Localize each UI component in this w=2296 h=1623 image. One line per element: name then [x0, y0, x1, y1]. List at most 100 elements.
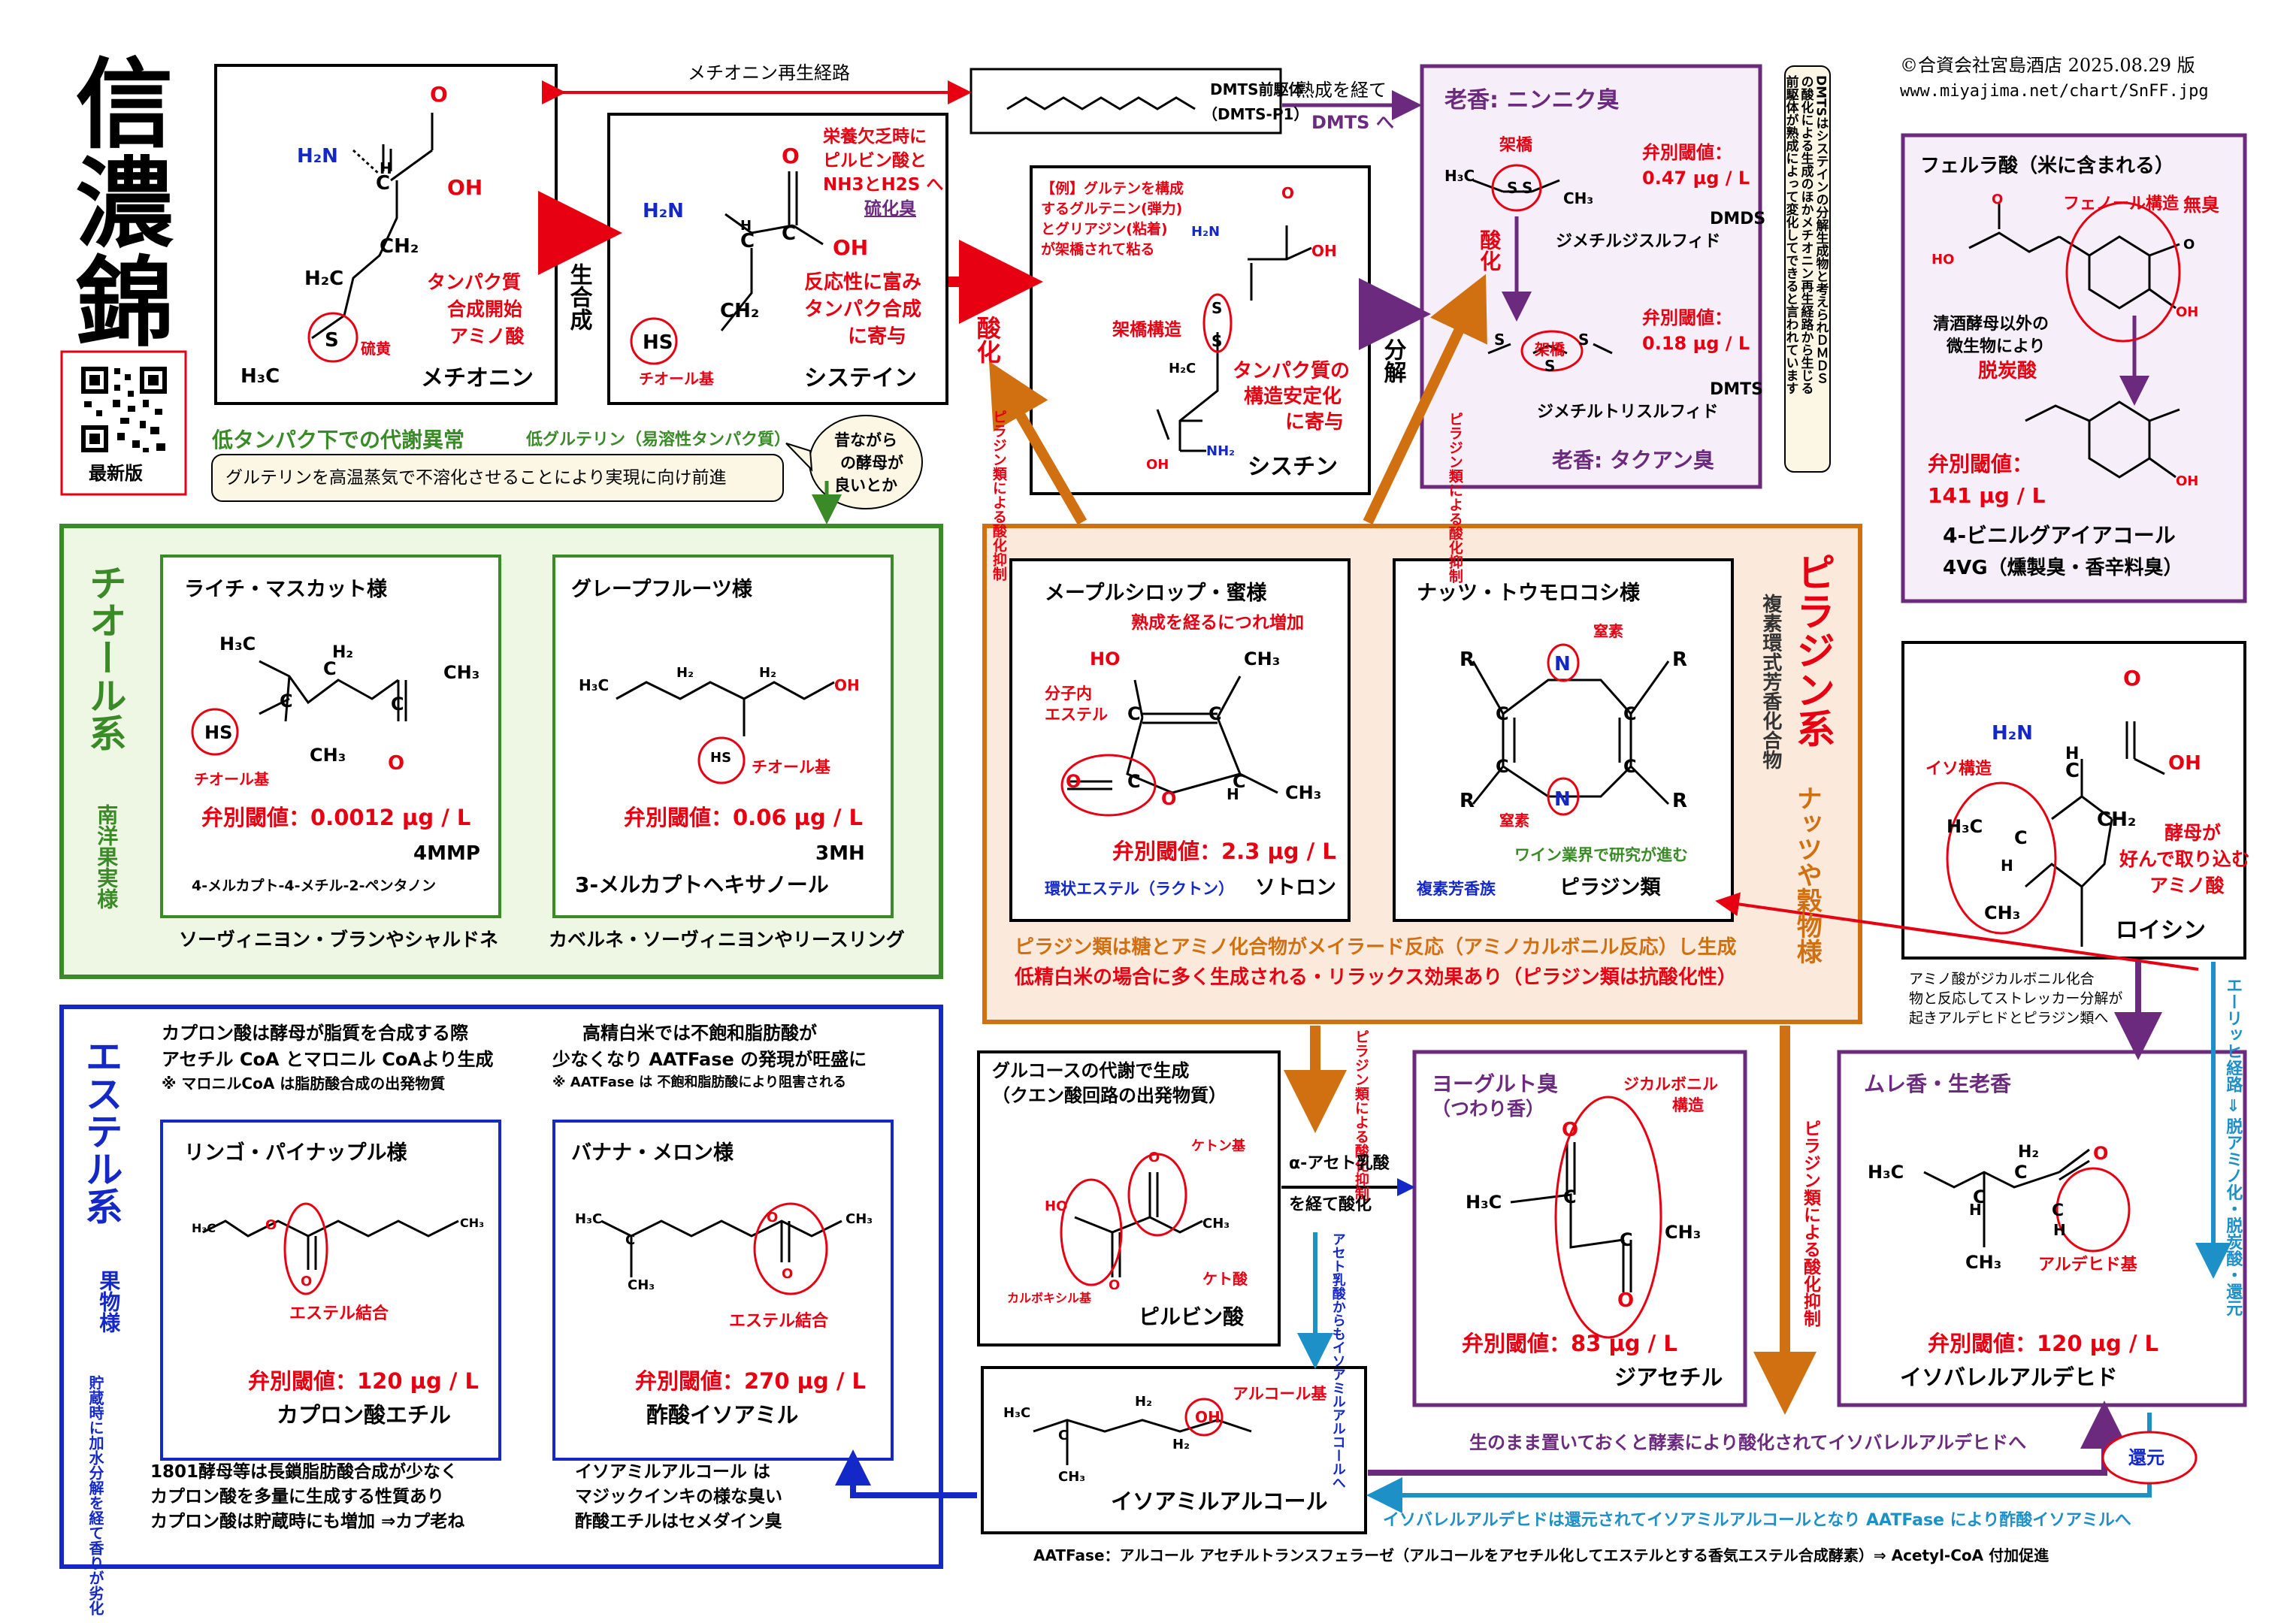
threshold-value: 弁別閾値：0.0012 µg / L — [201, 805, 471, 830]
ester-bond-label: エステル結合 — [289, 1304, 389, 1323]
cysteine-note: NH3とH2S へ — [823, 175, 944, 195]
cysteine-note: 栄養欠乏時に — [823, 127, 927, 147]
lychee-box — [160, 555, 501, 918]
threshold-value: 弁別閾値：83 µg / L — [1462, 1331, 1677, 1356]
ester-bottom: イソアミルアルコール は — [575, 1462, 770, 1482]
bridge-label: 架橋構造 — [1112, 320, 1181, 340]
threshold-label: 弁別閾値： — [1928, 452, 2034, 476]
hetero-label: 複素芳香族 — [1417, 880, 1496, 898]
cystine-example: 【例】グルテンを構成 — [1041, 180, 1184, 197]
leucine-note: 好んで取り込む — [2119, 848, 2250, 870]
nitrogen-label: 窒素 — [1499, 812, 1529, 830]
strecker-note: アミノ酸がジカルボニル化合 — [1909, 971, 2095, 987]
4mmp-name: 4MMP — [413, 842, 480, 865]
latest-label: 最新版 — [89, 463, 143, 484]
copyright: ©合資会社宮島酒店 2025.08.29 版 — [1900, 55, 2195, 76]
dmtsp1-label: DMTS前駆体 — [1210, 80, 1304, 98]
reduce-label: 還元 — [2128, 1447, 2164, 1468]
ester-intro: 少なくなり AATFase の発現が旺盛に — [552, 1049, 867, 1070]
dmts-label: DMTS — [1710, 380, 1764, 399]
phenol-label: フェノール構造 — [2063, 195, 2180, 213]
wine-note: カベルネ・ソーヴィニヨンやリースリング — [549, 929, 905, 951]
diacetyl-box — [1412, 1050, 1747, 1407]
enzyme-note: 生のまま置いておくと酵素により酸化されてイソバレルアルデヒドへ — [1469, 1432, 2027, 1453]
bridge-label: 架橋 — [1535, 340, 1565, 358]
methionine-note: タンパク質 — [427, 271, 522, 293]
4vg-name: 4-ビニルグアイアコール — [1943, 523, 2176, 548]
pyruvate-title: （クエン酸回路の出発物質） — [992, 1085, 1227, 1106]
aldehyde-label: アルデヒド基 — [2038, 1256, 2137, 1274]
methionine-cycle-label: メチオニン再生経路 — [688, 62, 850, 83]
threshold-value: 弁別閾値：120 µg / L — [248, 1368, 479, 1394]
cysteine-note: 硫化臭 — [864, 199, 916, 219]
cystine-note: タンパク質の — [1233, 360, 1351, 382]
alcohol-label: アルコール基 — [1233, 1385, 1327, 1403]
dmtsp1-label-2: （DMTS-P1） — [1202, 105, 1309, 123]
cysteine-note: ピルビン酸と — [823, 151, 927, 171]
yogurt-sub: （つわり香） — [1432, 1098, 1545, 1120]
ehrlich-label: エーリッヒ経路 ⇒ 脱アミノ化・脱炭酸・還元 — [2223, 977, 2243, 1316]
dmts-name: ジメチルトリスルフィド — [1537, 403, 1719, 422]
lowprotein-sub: 低グルテリン（易溶性タンパク質） — [526, 431, 791, 449]
yogurt-title: ヨーグルト臭 — [1432, 1071, 1559, 1096]
dmts-note-line: の酸化による生成のほかメチオニン再生経路から生じる — [1798, 75, 1814, 394]
strecker-note: 物と反応してストレッカー分解が — [1909, 990, 2123, 1007]
strecker-note: 起きアルデヒドとピラジン類へ — [1909, 1010, 2109, 1026]
3mh-full: 3-メルカプトヘキサノール — [575, 872, 829, 897]
cystine-note: に寄与 — [1285, 411, 1345, 434]
brand-title: 信濃錦 — [59, 53, 174, 350]
pyrazine-inhibit-arrow-2 — [1363, 274, 1487, 525]
cysteine-note: に寄与 — [848, 325, 907, 348]
pyrazine-side: ナッツや穀物様 — [1792, 785, 1823, 964]
aged-title: 老香: ニンニク臭 — [1444, 87, 1620, 113]
ketoacid-label: ケト酸 — [1202, 1270, 1248, 1288]
to-dmts-label: DMTS へ — [1311, 112, 1394, 133]
sotolon-box — [1009, 558, 1351, 922]
threshold-label: 弁別閾値： — [1642, 307, 1732, 328]
threshold-label: 弁別閾値： — [1642, 142, 1732, 163]
thiol-group-label: チオール基 — [194, 770, 269, 788]
ester-intro: ※ マロニルCoA は脂肪酸合成の出発物質 — [162, 1074, 446, 1093]
ester-bottom: 酢酸エチルはセメダイン臭 — [575, 1512, 782, 1531]
grapefruit-label: グレープフルーツ様 — [571, 578, 752, 601]
nuts-label: ナッツ・トウモロコシ様 — [1417, 582, 1640, 605]
qr-code — [79, 364, 169, 455]
ester-intro: 高精白米では不飽和脂肪酸が — [582, 1023, 817, 1044]
ester-label: 分子内 — [1045, 685, 1092, 703]
carboxyl-label: カルボキシル基 — [1007, 1291, 1092, 1305]
apple-label: リンゴ・パイナップル様 — [184, 1141, 407, 1165]
maple-label: メープルシロップ・蜜様 — [1045, 582, 1267, 605]
structures — [202, 96, 2180, 1465]
inhibit-label: ピラジン類による酸化抑制 — [1446, 412, 1463, 583]
cystine-name: シスチン — [1248, 454, 1338, 480]
pyrazine-sub: 複素環式芳香化合物 — [1759, 594, 1782, 769]
enzyme-oxidation-arrow — [1368, 1401, 2128, 1476]
reduce-circle — [2101, 1431, 2198, 1485]
threshold-value: 141 µg / L — [1928, 483, 2046, 508]
threshold-value: 弁別閾値：120 µg / L — [1928, 1331, 2158, 1356]
ester-bottom: カプロン酸を多量に生成する性質あり — [150, 1487, 444, 1507]
inhibit-label: ピラジン類による酸化抑制 — [990, 410, 1007, 581]
ester-bottom: マジックインキの様な臭い — [575, 1487, 782, 1507]
leucine-note: アミノ酸 — [2149, 875, 2225, 896]
ethyl-caproate-name: カプロン酸エチル — [277, 1402, 452, 1428]
leucine-name: ロイシン — [2116, 917, 2206, 944]
aged-box — [1420, 64, 1762, 489]
strecker-arrow — [1715, 892, 2199, 971]
diacetyl-name: ジアセチル — [1614, 1365, 1723, 1390]
cysteine-name: システイン — [804, 365, 917, 391]
ester-sub: 果物様 — [96, 1270, 122, 1333]
ester-intro: アセチル CoA とマロニル CoAより生成 — [162, 1049, 494, 1070]
isovaleraldehyde-box — [1837, 1050, 2247, 1407]
ester-label: エステル — [1045, 706, 1108, 724]
pyrazine-foot: ピラジン類は糖とアミノ化合物がメイラード反応（アミノカルボニル反応）し生成 — [1015, 936, 1737, 959]
ester-intro: カプロン酸は酵母が脂質を合成する際 — [162, 1023, 468, 1044]
4mmp-full: 4-メルカプト-4-メチル-2-ペンタノン — [192, 878, 436, 894]
aging-label: 熟成を経て — [1296, 80, 1387, 101]
ferulic-box — [1901, 133, 2247, 603]
maple-note: 熟成を経るにつれ増加 — [1131, 613, 1304, 633]
cystine-example: するグルテニン(弾力) — [1041, 201, 1183, 217]
nitrogen-label: 窒素 — [1593, 622, 1623, 640]
url[interactable]: www.miyajima.net/chart/SnFF.jpg — [1900, 82, 2209, 101]
